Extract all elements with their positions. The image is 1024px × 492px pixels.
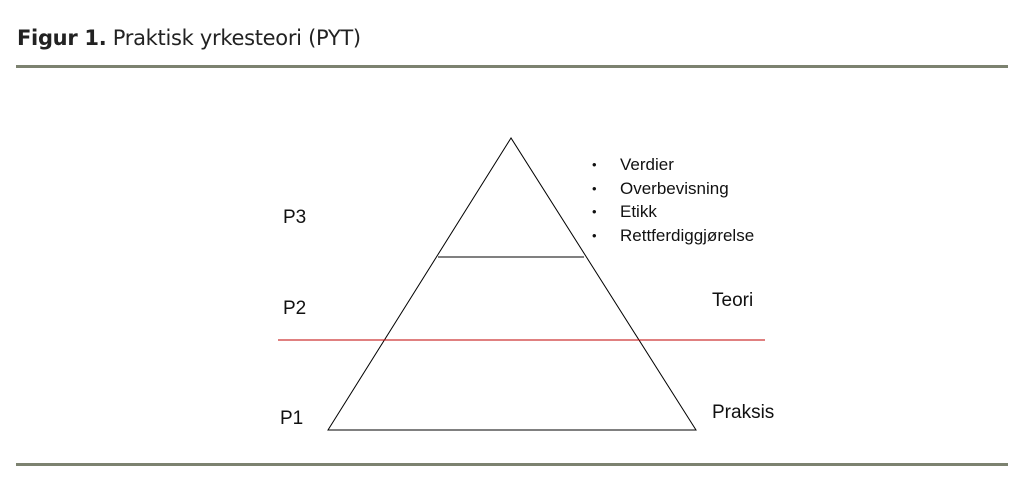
level-p1: P1 [280,408,304,429]
list-item: Verdier [590,153,754,177]
list-item: Overbevisning [590,177,754,201]
list-item: Rettferdiggjørelse [590,224,754,248]
practice-label: Praksis [712,402,775,423]
list-item: Etikk [590,200,754,224]
figure-label: Figur 1. [17,26,107,50]
bottom-rule [16,463,1008,466]
values-list: Verdier Overbevisning Etikk Rettferdiggj… [590,153,754,247]
pyramid [327,137,697,431]
top-rule [16,65,1008,68]
level-p3: P3 [283,207,307,228]
level-p2: P2 [283,298,307,319]
figure-title: Praktisk yrkesteori (PYT) [112,26,361,50]
theory-label: Teori [712,290,754,311]
figure-caption: Figur 1. Praktisk yrkesteori (PYT) [17,26,361,50]
